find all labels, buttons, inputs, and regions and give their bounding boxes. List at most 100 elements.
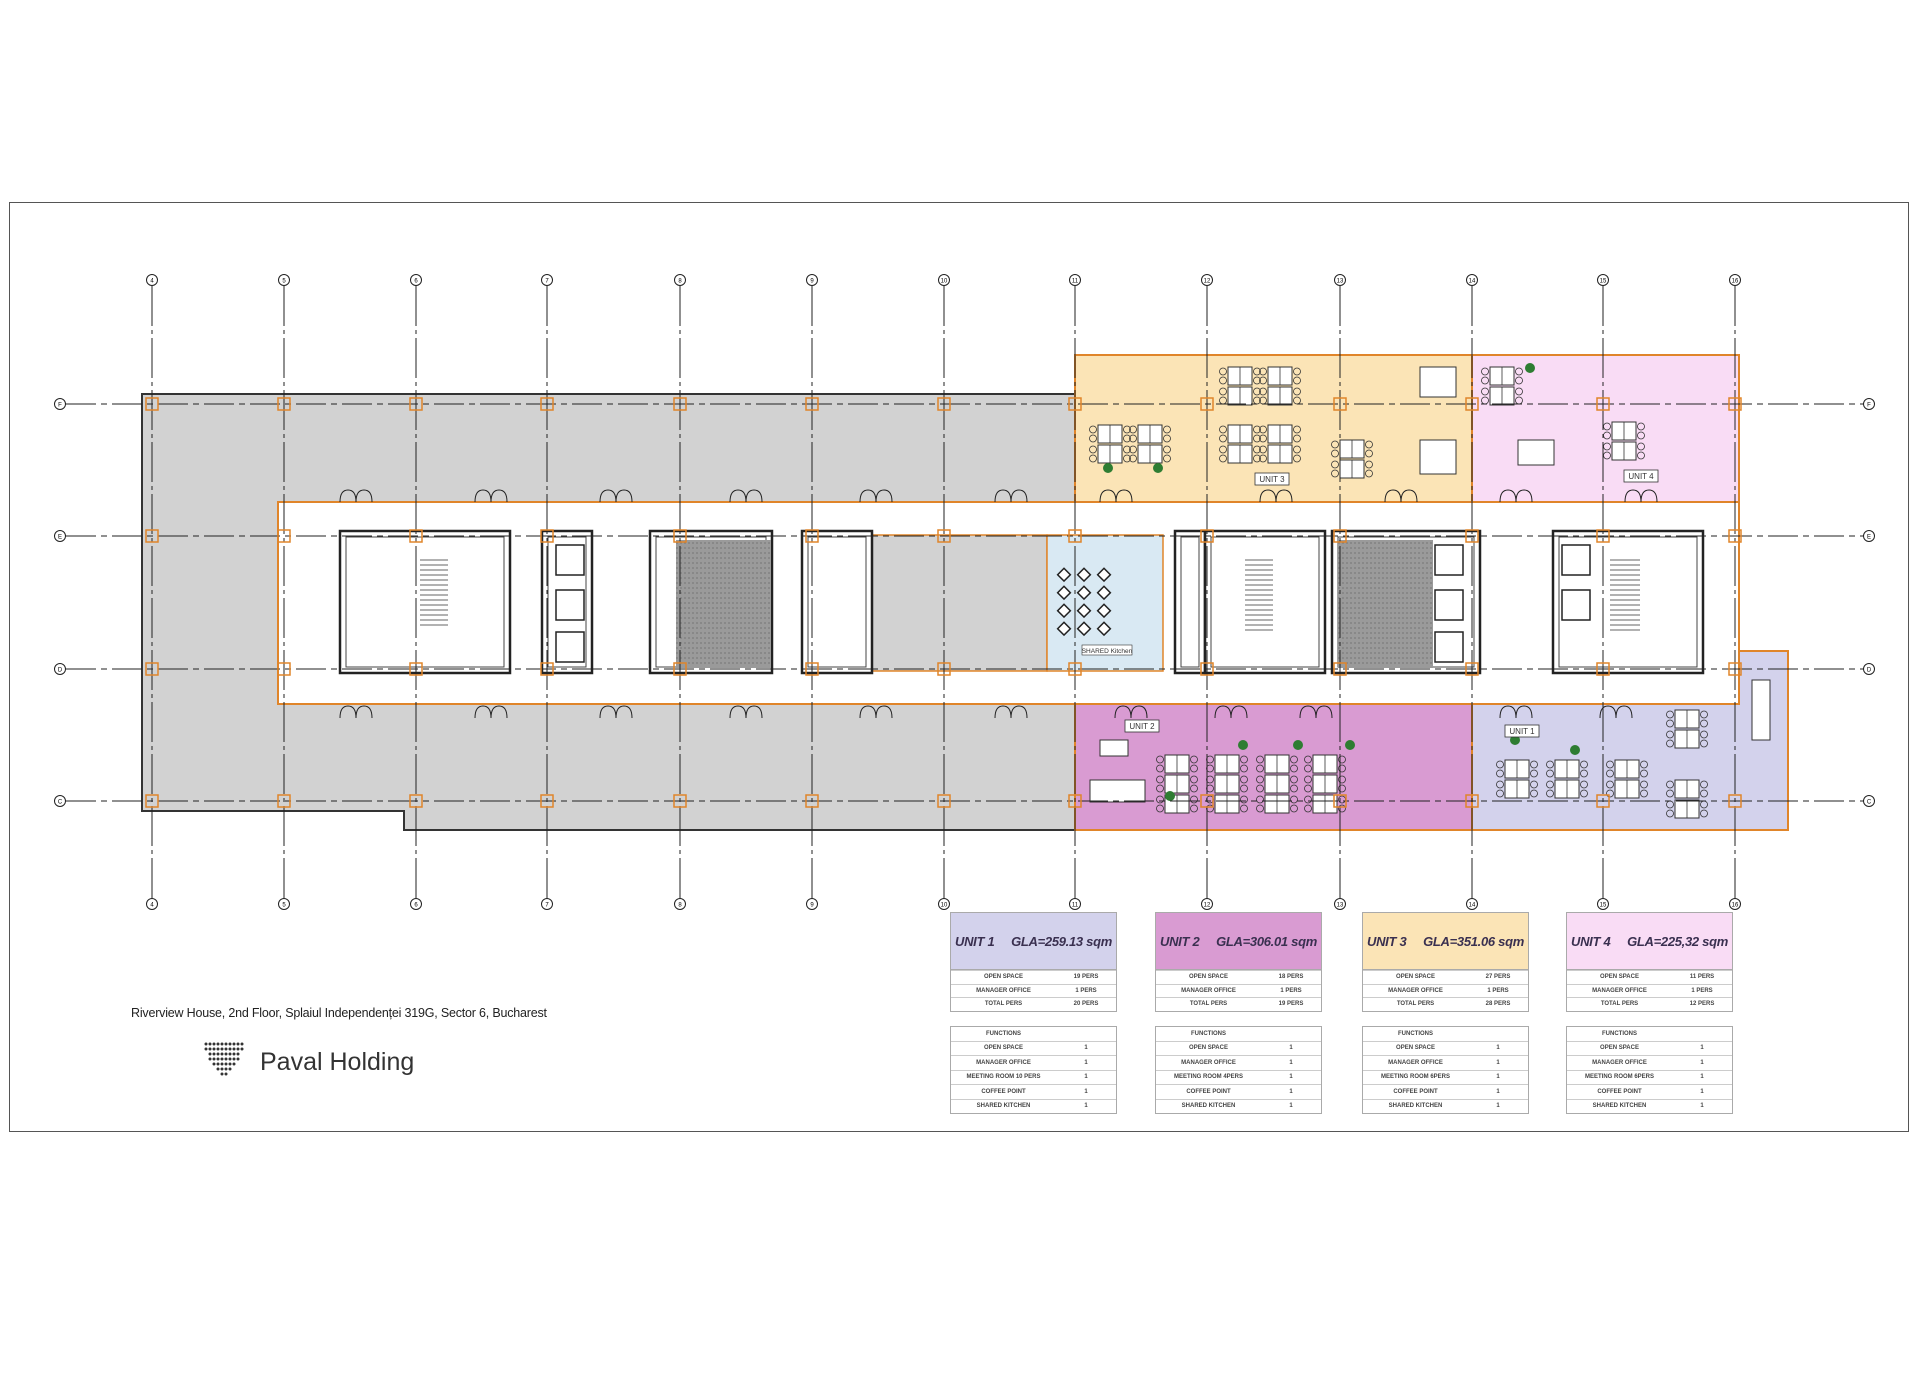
chair — [1331, 440, 1339, 449]
door-swing — [490, 489, 508, 503]
chair — [1580, 780, 1588, 789]
row-label: OPEN SPACE — [1396, 974, 1435, 981]
logo-dot — [224, 1042, 228, 1046]
logo-dot — [228, 1052, 232, 1056]
chair — [1089, 425, 1097, 434]
elevator — [1561, 589, 1591, 621]
function-label: COFFEE POINT — [1186, 1088, 1231, 1095]
function-count: 1 — [1700, 1059, 1704, 1066]
door-swing — [875, 705, 893, 719]
grid-column-label: 9 — [810, 279, 814, 285]
logo-dot — [240, 1042, 244, 1046]
grid-column-label: 9 — [810, 903, 814, 909]
logo-dot — [204, 1042, 208, 1046]
meeting-table — [1751, 679, 1771, 741]
door-swing — [615, 705, 633, 719]
column-marker — [1333, 529, 1347, 543]
grid-bubble — [146, 898, 158, 910]
chair — [1156, 784, 1164, 793]
unit-name: UNIT 3 — [1367, 933, 1407, 949]
core-block — [1203, 529, 1327, 675]
logo-dot — [220, 1062, 224, 1066]
door-swing — [875, 489, 893, 503]
function-label: SHARED KITCHEN — [1388, 1103, 1443, 1110]
chair — [1256, 755, 1264, 764]
logo-dot — [208, 1042, 212, 1046]
chair — [1700, 789, 1708, 798]
grid-bubble — [1466, 898, 1478, 910]
row-value: 1 PERS — [1280, 987, 1302, 994]
logo-dot — [236, 1042, 240, 1046]
logo-dot — [216, 1062, 220, 1066]
logo-dot — [208, 1052, 212, 1056]
grid-row-label: F — [1867, 403, 1871, 409]
chair — [1580, 760, 1588, 769]
chair — [1666, 710, 1674, 719]
chair — [1163, 425, 1171, 434]
core-inner-wall — [1558, 536, 1698, 668]
core-inner-wall — [547, 536, 587, 668]
column-marker — [409, 397, 423, 411]
chair — [1700, 719, 1708, 728]
chair — [1253, 445, 1261, 454]
function-count: 1 — [1496, 1103, 1500, 1110]
chair — [1253, 367, 1261, 376]
chair — [1129, 454, 1137, 463]
column-marker — [1465, 662, 1479, 676]
row-label: MANAGER OFFICE — [1181, 987, 1236, 994]
chair — [1304, 784, 1312, 793]
logo-dot — [212, 1057, 216, 1061]
column-marker — [540, 397, 554, 411]
row-value: 1 PERS — [1487, 987, 1509, 994]
chair — [1606, 789, 1614, 798]
chair — [1290, 755, 1298, 764]
row-label: TOTAL PERS — [1396, 1001, 1435, 1008]
core-inner-wall — [1180, 536, 1200, 668]
chair — [1580, 769, 1588, 778]
function-label: MEETING ROOM 6PERS — [1380, 1074, 1450, 1081]
function-count: 1 — [1700, 1045, 1704, 1052]
chair — [1365, 449, 1373, 458]
table-row: MANAGER OFFICE 1 PERS — [1156, 983, 1321, 998]
chair — [1640, 760, 1648, 769]
column-marker — [145, 794, 159, 808]
function-label: MANAGER OFFICE — [1181, 1059, 1236, 1066]
plant — [1165, 791, 1175, 801]
chair — [1156, 764, 1164, 773]
function-count: 1 — [1084, 1103, 1088, 1110]
elevator — [1434, 544, 1464, 576]
function-count: 1 — [1084, 1045, 1088, 1052]
row-label: TOTAL PERS — [1600, 1001, 1639, 1008]
grid-row-label: C — [58, 800, 63, 806]
chair — [1700, 730, 1708, 739]
grid-column-label: 7 — [545, 279, 549, 285]
chair — [1253, 454, 1261, 463]
chair — [1190, 764, 1198, 773]
structural-grid: 4455667788991010111112121313141415151616… — [54, 274, 1875, 910]
chair — [1259, 387, 1267, 396]
chair — [1666, 730, 1674, 739]
table-row: FUNCTIONS — [1156, 1027, 1321, 1041]
column-marker — [277, 794, 291, 808]
function-label: MEETING ROOM 10 PERS — [966, 1074, 1041, 1081]
door-swing — [1230, 705, 1248, 719]
grid-column-label: 14 — [1469, 903, 1476, 909]
column-marker — [1200, 397, 1214, 411]
unit-name: UNIT 1 — [955, 933, 995, 949]
chair — [1219, 425, 1227, 434]
function-label: COFFEE POINT — [1393, 1088, 1438, 1095]
cafe-table — [1096, 603, 1112, 619]
elevator — [555, 544, 585, 576]
grid-column-label: 11 — [1072, 279, 1079, 285]
grid-bubble — [541, 898, 553, 910]
chair — [1290, 784, 1298, 793]
chair — [1546, 769, 1554, 778]
column-marker — [805, 397, 819, 411]
grid-column-label: 10 — [941, 279, 948, 285]
